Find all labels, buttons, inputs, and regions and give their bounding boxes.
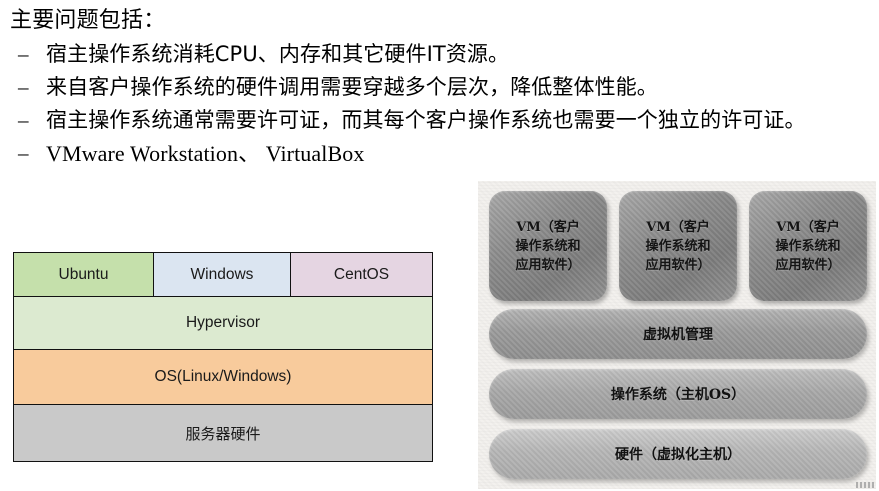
list-item-text: 宿主操作系统消耗CPU、内存和其它硬件IT资源。 bbox=[46, 42, 510, 66]
vm-box-label: VM（客户 操作系统和 应用软件） bbox=[645, 219, 711, 273]
stack-cell-ubuntu: Ubuntu bbox=[14, 253, 154, 296]
bullet-dash: – bbox=[18, 42, 29, 66]
list-item-text: 宿主操作系统通常需要许可证，而其每个客户操作系统也需要一个独立的许可证。 bbox=[46, 108, 806, 132]
bullet-list: – 宿主操作系统消耗CPU、内存和其它硬件IT资源。 – 来自客户操作系统的硬件… bbox=[0, 38, 879, 170]
hardware-row: 服务器硬件 bbox=[14, 405, 432, 461]
list-item: – 宿主操作系统通常需要许可证，而其每个客户操作系统也需要一个独立的许可证。 bbox=[0, 104, 879, 137]
guest-os-row: Ubuntu Windows CentOS bbox=[14, 253, 432, 297]
stack-cell-server-hardware: 服务器硬件 bbox=[14, 405, 432, 461]
list-item: – 来自客户操作系统的硬件调用需要穿越多个层次，降低整体性能。 bbox=[0, 71, 879, 104]
hypervisor-row: Hypervisor bbox=[14, 297, 432, 350]
vm-box: VM（客户 操作系统和 应用软件） bbox=[619, 191, 737, 301]
stack-cell-label: OS(Linux/Windows) bbox=[154, 368, 292, 385]
stack-cell-windows: Windows bbox=[154, 253, 291, 296]
vm-management-label: 虚拟机管理 bbox=[643, 327, 713, 343]
hardware-bar: 硬件（虚拟化主机） bbox=[489, 429, 867, 479]
stack-cell-label: Hypervisor bbox=[185, 314, 261, 331]
stack-cell-label: Ubuntu bbox=[58, 265, 109, 283]
host-os-label: 操作系统（主机OS） bbox=[610, 387, 746, 403]
vm-box: VM（客户 操作系统和 应用软件） bbox=[489, 191, 607, 301]
vm-box-label: VM（客户 操作系统和 应用软件） bbox=[515, 219, 581, 273]
bullet-dash: – bbox=[18, 141, 29, 165]
stack-cell-label: CentOS bbox=[333, 265, 390, 283]
list-item-text: 来自客户操作系统的硬件调用需要穿越多个层次，降低整体性能。 bbox=[46, 75, 658, 99]
host-os-bar: 操作系统（主机OS） bbox=[489, 369, 867, 419]
vm-management-bar: 虚拟机管理 bbox=[489, 309, 867, 359]
bullet-dash: – bbox=[18, 75, 29, 99]
list-item: – 宿主操作系统消耗CPU、内存和其它硬件IT资源。 bbox=[0, 38, 879, 71]
vm-box-row: VM（客户 操作系统和 应用软件） VM（客户 操作系统和 应用软件） VM（客… bbox=[489, 191, 867, 301]
slide-text-block: 主要问题包括： – 宿主操作系统消耗CPU、内存和其它硬件IT资源。 – 来自客… bbox=[0, 0, 879, 170]
stack-cell-host-os: OS(Linux/Windows) bbox=[14, 350, 432, 404]
list-item: – VMware Workstation、 VirtualBox bbox=[0, 137, 879, 170]
vm-box-label: VM（客户 操作系统和 应用软件） bbox=[775, 219, 841, 273]
stack-cell-label: 服务器硬件 bbox=[185, 424, 261, 443]
stack-cell-hypervisor: Hypervisor bbox=[14, 297, 432, 349]
scan-artifact-icon bbox=[856, 482, 874, 488]
stack-cell-centos: CentOS bbox=[291, 253, 432, 296]
bullet-dash: – bbox=[18, 108, 29, 132]
vm-box: VM（客户 操作系统和 应用软件） bbox=[749, 191, 867, 301]
host-os-row: OS(Linux/Windows) bbox=[14, 350, 432, 405]
list-item-text: VMware Workstation、 VirtualBox bbox=[46, 141, 365, 166]
hardware-label: 硬件（虚拟化主机） bbox=[615, 447, 741, 463]
scanned-virtualization-figure: VM（客户 操作系统和 应用软件） VM（客户 操作系统和 应用软件） VM（客… bbox=[478, 181, 876, 489]
page-title: 主要问题包括： bbox=[10, 8, 166, 33]
stack-cell-label: Windows bbox=[190, 265, 254, 283]
virtualization-stack-diagram: Ubuntu Windows CentOS Hypervisor OS(Linu… bbox=[13, 252, 433, 462]
